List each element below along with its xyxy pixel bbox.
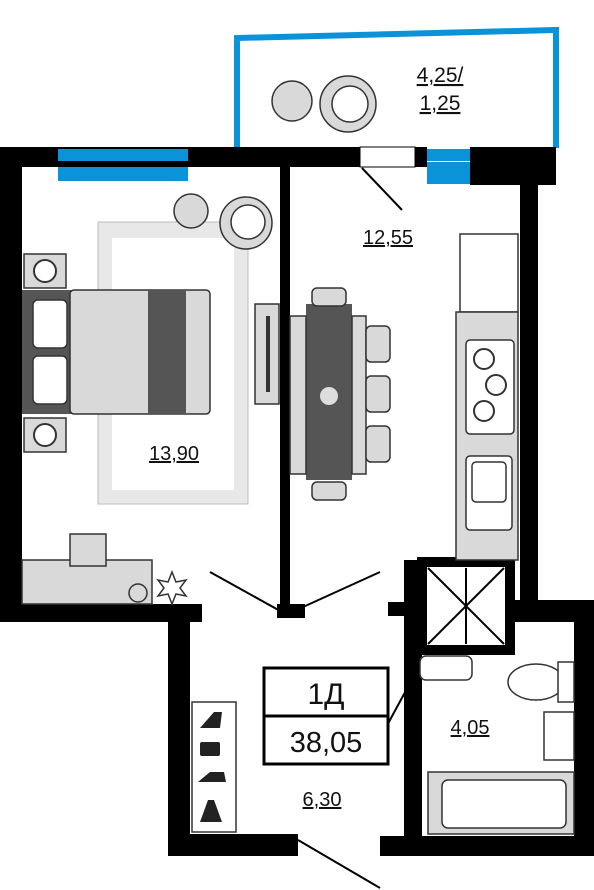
desk-chair	[69, 533, 107, 567]
hall-left-wall	[168, 615, 190, 855]
burner-2-icon	[485, 374, 507, 396]
bedroom-armchair-table	[173, 193, 209, 229]
chair-top	[311, 287, 347, 307]
left-wall	[0, 147, 22, 609]
bathroom-area-label: 4,05	[451, 717, 490, 739]
bag-icon	[200, 742, 220, 756]
dining-side-left	[289, 315, 307, 475]
chair-right-1	[365, 325, 391, 363]
kitchen-sink-bowl	[471, 461, 507, 503]
bedroom-area-label: 13,90	[149, 443, 199, 465]
dining-table-centre	[320, 387, 338, 405]
right-wall-lower	[574, 600, 594, 854]
balcony-chair-seat	[331, 85, 369, 123]
toilet-tank	[557, 661, 575, 703]
kitchen-bottom-wall	[388, 602, 422, 616]
kitchen-door	[291, 571, 381, 613]
balcony-area-label: 4,25/	[417, 64, 464, 87]
flat-total-area-label: 38,05	[290, 727, 363, 759]
top-wall-mid	[415, 147, 427, 167]
fridge	[459, 233, 519, 313]
bed-blanket	[148, 290, 186, 414]
kitchen-window	[427, 149, 470, 161]
partition-wall	[280, 160, 290, 615]
lamp-top-icon	[33, 259, 57, 283]
right-wall-step	[506, 600, 594, 622]
dress-icon	[200, 800, 222, 822]
tv	[266, 316, 270, 392]
hall-mid-wall	[277, 604, 305, 618]
hall-bottom-wall	[168, 834, 298, 856]
chair-right-3	[365, 425, 391, 463]
bed	[69, 289, 211, 415]
bedroom-door	[209, 571, 283, 613]
balcony-outline	[234, 26, 559, 148]
chair-bottom	[311, 481, 347, 501]
right-wall	[520, 180, 538, 604]
desk-plant-icon	[128, 583, 148, 603]
burner-1-icon	[473, 348, 495, 370]
kitchen-area-label: 12,55	[363, 227, 413, 249]
washbasin	[543, 711, 575, 761]
shoe-heel-icon	[200, 712, 222, 728]
balcony-door-opening	[359, 146, 416, 168]
bedroom-bottom-wall	[0, 604, 202, 622]
toilet	[507, 663, 565, 701]
balcony-reduced-label: 1,25	[420, 92, 461, 115]
burner-3-icon	[473, 400, 495, 422]
balcony-door	[361, 167, 403, 211]
pillow-2	[32, 355, 68, 405]
chair-right-2	[365, 375, 391, 413]
kitchen-window-lower	[427, 162, 470, 184]
hall-area-label: 6,30	[303, 789, 342, 811]
bedroom-window-lower	[58, 167, 188, 181]
bedroom-window	[58, 149, 188, 161]
bedroom-armchair-seat	[230, 204, 266, 240]
pillow-1	[32, 299, 68, 349]
entry-door	[297, 839, 381, 889]
dining-side-right	[351, 315, 367, 475]
top-wall-right	[470, 147, 556, 185]
flat-type-label: 1Д	[307, 678, 344, 711]
bath-sink	[419, 655, 473, 681]
bathtub-inner	[441, 779, 567, 829]
balcony-table	[271, 80, 313, 122]
bath-bottom-wall	[380, 836, 594, 856]
plant-star-icon	[156, 569, 188, 607]
lamp-bottom-icon	[33, 423, 57, 447]
sneaker-icon	[198, 772, 226, 782]
